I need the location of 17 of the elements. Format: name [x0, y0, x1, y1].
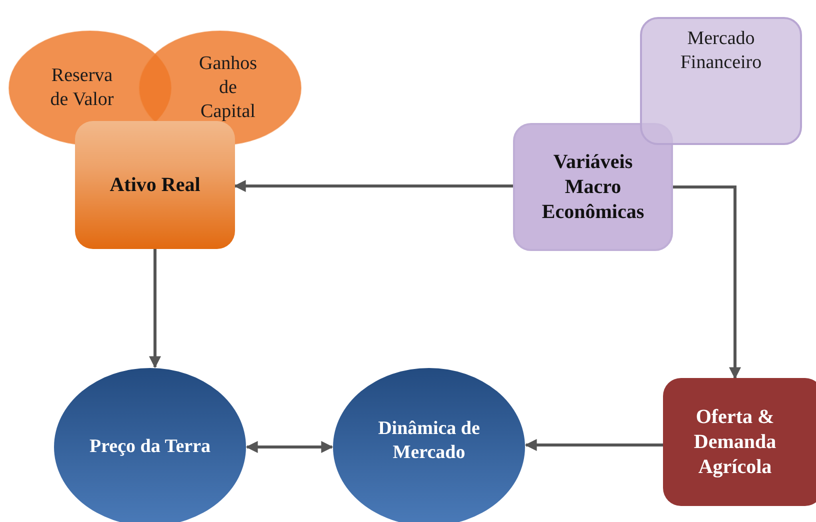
node-label: Preço da Terra [88, 435, 212, 459]
node-label: Ganhos de Capital [198, 52, 258, 124]
node-label: Ativo Real [108, 172, 202, 198]
rounded-box [640, 17, 802, 145]
node-label: Oferta & Demanda Agrícola [692, 404, 778, 480]
rounded-box [513, 123, 673, 251]
arrow [673, 186, 741, 380]
node-label: Dinâmica de Mercado [377, 417, 481, 465]
arrow [149, 249, 161, 368]
arrow [524, 439, 663, 451]
node-label: Reserva de Valor [49, 64, 115, 112]
node-label: Variáveis Macro Econômicas [540, 150, 646, 224]
arrow [246, 441, 334, 453]
rounded-box [663, 378, 816, 506]
node-label: Mercado Financeiro [679, 27, 763, 75]
rounded-box [75, 121, 235, 249]
arrow [234, 180, 513, 192]
